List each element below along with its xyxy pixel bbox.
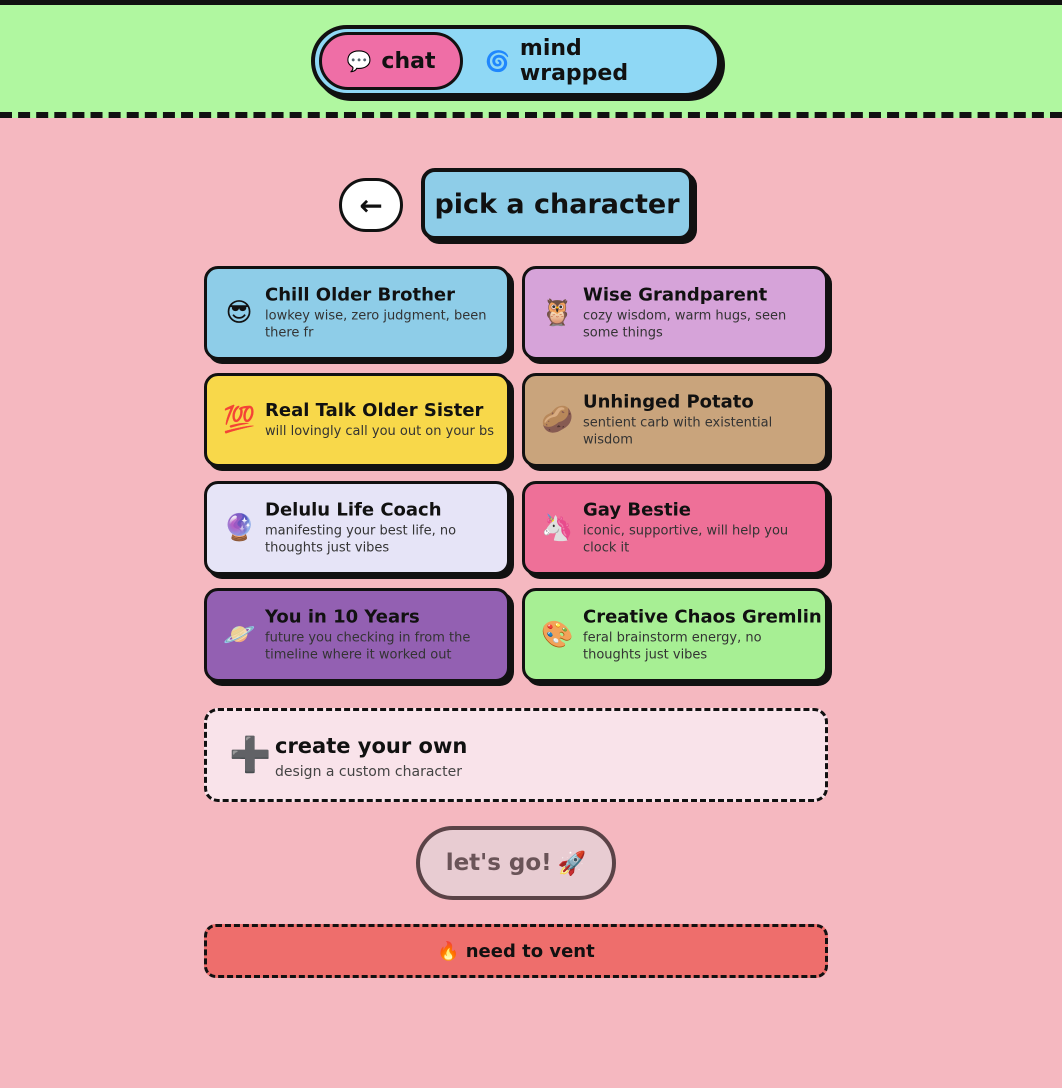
create-title: create your own — [275, 734, 468, 758]
lets-go-button[interactable]: let's go! 🚀 — [416, 826, 616, 900]
need-to-vent-button[interactable]: 🔥 need to vent — [204, 924, 828, 978]
character-card-delulu-life-coach[interactable]: 🔮 Delulu Life Coach manifesting your bes… — [204, 481, 510, 575]
create-description: design a custom character — [275, 764, 462, 780]
sunglasses-face-icon: 😎 — [225, 298, 253, 328]
back-button[interactable]: ← — [339, 178, 403, 232]
character-card-gay-bestie[interactable]: 🦄 Gay Bestie iconic, supportive, will he… — [522, 481, 828, 575]
crystal-ball-icon: 🔮 — [223, 513, 256, 543]
character-description: manifesting your best life, no thoughts … — [265, 523, 457, 556]
plus-icon: ➕ — [229, 735, 272, 775]
tab-mind-wrapped[interactable]: 🌀 mind wrapped — [485, 32, 685, 90]
character-description: feral brainstorm energy, no thoughts jus… — [583, 630, 762, 663]
character-card-unhinged-potato[interactable]: 🥔 Unhinged Potato sentient carb with exi… — [522, 373, 828, 467]
speech-bubble-icon: 💬 — [346, 49, 372, 73]
back-arrow-icon: ← — [359, 188, 383, 222]
lets-go-label: let's go! — [445, 850, 552, 876]
character-card-creative-chaos-gremlin[interactable]: 🎨 Creative Chaos Gremlin feral brainstor… — [522, 588, 828, 682]
owl-icon: 🦉 — [541, 298, 574, 328]
character-card-chill-older-brother[interactable]: 😎 Chill Older Brother lowkey wise, zero … — [204, 266, 510, 360]
character-description: sentient carb with existential wisdom — [583, 415, 773, 448]
unicorn-icon: 🦄 — [541, 513, 574, 543]
character-name: Gay Bestie — [583, 499, 691, 521]
hundred-points-icon: 💯 — [223, 405, 256, 435]
mode-toggle: 💬 chat 🌀 mind wrapped — [311, 25, 721, 97]
character-description: iconic, supportive, will help you clock … — [583, 523, 789, 556]
top-bar: 💬 chat 🌀 mind wrapped — [0, 0, 1062, 118]
cyclone-icon: 🌀 — [485, 49, 510, 73]
character-description: will lovingly call you out on your bs — [265, 424, 495, 439]
character-description: cozy wisdom, warm hugs, seen some things — [583, 308, 787, 341]
character-description: lowkey wise, zero judgment, been there f… — [265, 308, 487, 341]
character-name: Unhinged Potato — [583, 391, 754, 413]
character-name: You in 10 Years — [265, 606, 420, 628]
fire-icon: 🔥 — [437, 940, 460, 962]
character-name: Wise Grandparent — [583, 284, 768, 306]
potato-icon: 🥔 — [541, 405, 574, 435]
need-to-vent-label: need to vent — [465, 940, 595, 962]
character-card-wise-grandparent[interactable]: 🦉 Wise Grandparent cozy wisdom, warm hug… — [522, 266, 828, 360]
create-your-own-card[interactable]: ➕ create your own design a custom charac… — [204, 708, 828, 802]
ringed-planet-icon: 🪐 — [223, 620, 256, 650]
tab-mind-wrapped-label: mind wrapped — [519, 36, 629, 86]
tab-chat[interactable]: 💬 chat — [319, 32, 463, 90]
character-card-real-talk-older-sister[interactable]: 💯 Real Talk Older Sister will lovingly c… — [204, 373, 510, 467]
tab-chat-label: chat — [381, 48, 436, 74]
rocket-icon: 🚀 — [557, 850, 587, 877]
character-name: Creative Chaos Gremlin — [583, 606, 822, 628]
character-name: Delulu Life Coach — [265, 499, 442, 521]
character-name: Real Talk Older Sister — [265, 400, 484, 421]
character-card-you-in-10-years[interactable]: 🪐 You in 10 Years future you checking in… — [204, 588, 510, 682]
character-name: Chill Older Brother — [265, 284, 455, 306]
artist-palette-icon: 🎨 — [541, 620, 574, 650]
character-description: future you checking in from the timeline… — [265, 630, 471, 663]
page-title: pick a character — [421, 168, 693, 240]
